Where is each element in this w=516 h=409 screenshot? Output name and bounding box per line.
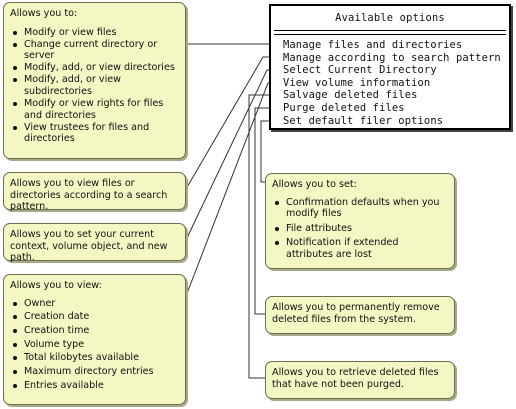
connector-search-pattern bbox=[185, 56, 275, 190]
callout-heading: Allows you to set: bbox=[272, 179, 357, 190]
callout-text: Allows you to view files or directories … bbox=[10, 178, 168, 213]
callout-list: Confirmation defaults when you modify fi… bbox=[272, 197, 448, 261]
list-item: Entries available bbox=[10, 380, 179, 392]
callout-volume-info: Allows you to view: Owner Creation date … bbox=[3, 274, 186, 405]
menu-title: Available options bbox=[335, 12, 445, 24]
callout-text: Allows you to retrieve deleted files tha… bbox=[272, 367, 439, 390]
menu-item-salvage[interactable]: Salvage deleted files bbox=[283, 89, 418, 102]
list-item: Creation date bbox=[10, 311, 179, 323]
connector-current-directory bbox=[185, 69, 275, 241]
list-item: Modify or view files bbox=[10, 27, 179, 39]
menu-item-search-pattern[interactable]: Manage according to search pattern bbox=[283, 51, 501, 64]
connector-volume-info bbox=[185, 82, 275, 297]
list-item: Modify, add, or view directories bbox=[10, 62, 179, 74]
callout-heading: Allows you to: bbox=[10, 8, 78, 19]
callout-manage-files: Allows you to: Modify or view files Chan… bbox=[3, 2, 186, 159]
list-item: Modify, add, or view subdirectories bbox=[10, 74, 179, 97]
menu-item-select-directory[interactable]: Select Current Directory bbox=[283, 64, 437, 77]
menu-item-filer-options[interactable]: Set default filer options bbox=[283, 114, 444, 127]
callout-text: Allows you to permanently remove deleted… bbox=[272, 302, 440, 325]
list-item: Owner bbox=[10, 298, 179, 310]
menu-item-volume-info[interactable]: View volume information bbox=[283, 76, 431, 89]
list-item: Total kilobytes available bbox=[10, 352, 179, 364]
menu-item-purge[interactable]: Purge deleted files bbox=[283, 101, 405, 114]
list-item: View trustees for files and directories bbox=[10, 122, 179, 145]
callout-list: Owner Creation date Creation time Volume… bbox=[10, 298, 179, 392]
callout-filer-options: Allows you to set: Confirmation defaults… bbox=[265, 173, 455, 269]
callout-heading: Allows you to view: bbox=[10, 280, 102, 291]
list-item: Maximum directory entries bbox=[10, 366, 179, 378]
list-item: File attributes bbox=[272, 223, 448, 235]
list-item: Creation time bbox=[10, 325, 179, 337]
callout-current-directory: Allows you to set your current context, … bbox=[3, 223, 186, 264]
callout-salvage: Allows you to retrieve deleted files tha… bbox=[265, 361, 455, 399]
callout-text: Allows you to set your current context, … bbox=[10, 229, 168, 264]
list-item: Change current directory or server bbox=[10, 39, 179, 62]
list-item: Volume type bbox=[10, 339, 179, 351]
callout-purge: Allows you to permanently remove deleted… bbox=[265, 296, 455, 334]
menu-item-manage-files[interactable]: Manage files and directories bbox=[283, 39, 463, 51]
list-item: Modify or view rights for files and dire… bbox=[10, 98, 179, 121]
callout-search-pattern: Allows you to view files or directories … bbox=[3, 172, 186, 213]
list-item: Notification if extended attributes are … bbox=[272, 237, 448, 260]
menu-list: Manage files and directories Manage acco… bbox=[283, 39, 501, 127]
available-options-menu: Available options Manage files and direc… bbox=[269, 4, 511, 130]
callout-list: Modify or view files Change current dire… bbox=[10, 27, 179, 145]
menu-title-divider bbox=[274, 30, 506, 35]
list-item: Confirmation defaults when you modify fi… bbox=[272, 197, 448, 220]
